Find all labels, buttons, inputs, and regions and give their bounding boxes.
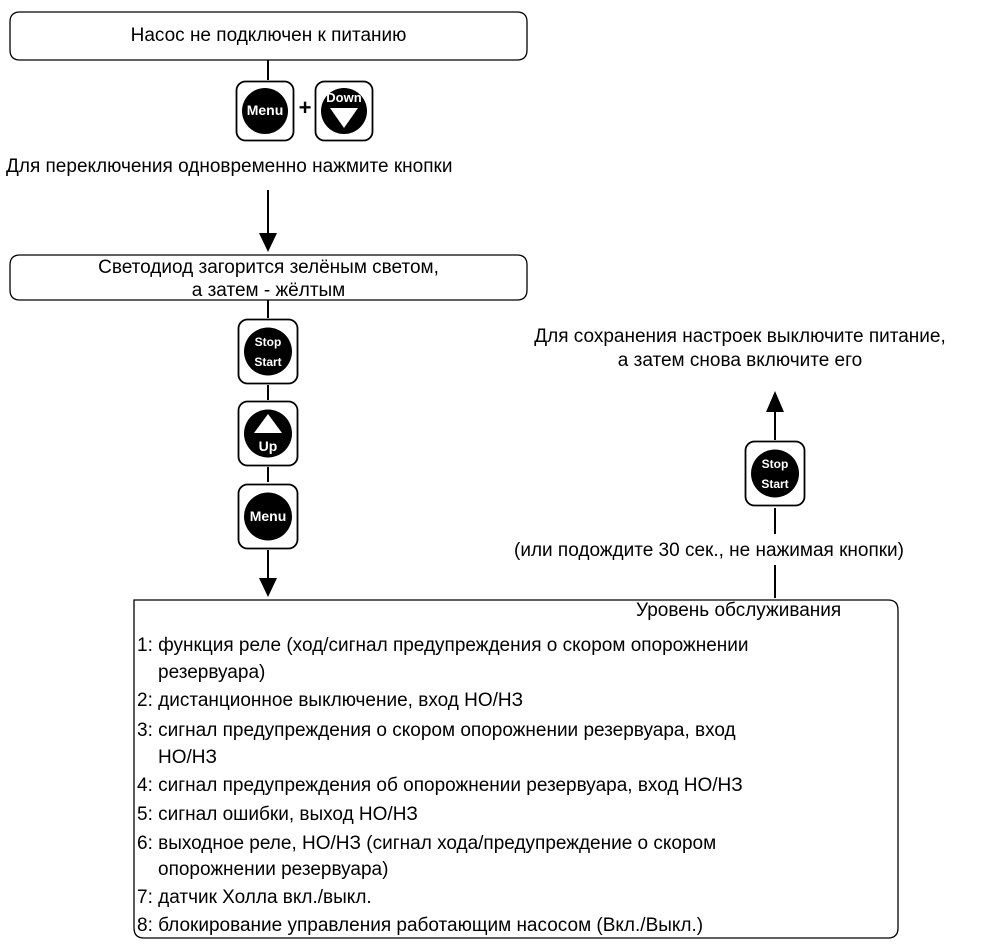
down-button-label: Down — [326, 90, 362, 105]
menu-button-label: Menu — [246, 102, 284, 118]
down-button[interactable]: Down — [314, 80, 374, 142]
service-item-7: 7: датчик Холла вкл./выкл. — [137, 887, 372, 908]
stop-start-icon — [237, 318, 299, 385]
up-button-label: Up — [258, 438, 278, 454]
stop-label-left: Stop — [254, 335, 282, 349]
up-button[interactable]: Up — [237, 400, 299, 467]
stop-start-button-left[interactable]: Stop Start — [237, 318, 299, 385]
service-item-8: 8: блокирование управления работающим на… — [137, 915, 704, 936]
wait-note: (или подождите 30 сек., не нажимая кнопк… — [514, 540, 905, 561]
service-box-outline — [133, 599, 899, 939]
service-item-1: 1: функция реле (ход/сигнал предупрежден… — [137, 635, 749, 656]
service-item-3-cont: НО/НЗ — [158, 747, 217, 768]
start-label-left: Start — [254, 355, 282, 369]
service-item-6-cont: опорожнении резервуара) — [158, 859, 389, 880]
service-item-5: 5: сигнал ошибки, выход НО/НЗ — [137, 804, 418, 825]
plus-sign: + — [298, 95, 312, 120]
menu-button-bottom-label: Menu — [249, 508, 287, 524]
service-item-4: 4: сигнал предупреждения об опорожнении … — [137, 775, 743, 796]
led-box-line2: а затем - жёлтым — [191, 280, 346, 301]
service-item-6: 6: выходное реле, НО/НЗ (сигнал хода/пре… — [137, 833, 717, 854]
stop-label-right: Stop — [761, 457, 789, 471]
start-label-right: Start — [761, 477, 789, 491]
led-box-line1: Светодиод загорится зелёным светом, — [98, 257, 439, 278]
service-level-title: Уровень обслуживания — [636, 600, 842, 621]
menu-button-top[interactable]: Menu — [235, 80, 295, 142]
save-line2: а затем снова включите его — [617, 350, 863, 371]
menu-button-icon — [237, 483, 299, 550]
menu-button-icon — [235, 80, 295, 142]
up-arrow-icon — [237, 400, 299, 467]
press-instruction: Для переключения одновременно нажмите кн… — [6, 156, 453, 177]
stop-start-icon — [744, 440, 806, 507]
save-line1: Для сохранения настроек выключите питани… — [534, 326, 946, 347]
stop-start-button-right[interactable]: Stop Start — [744, 440, 806, 507]
menu-button-bottom[interactable]: Menu — [237, 483, 299, 550]
led-box-outline — [9, 254, 528, 301]
service-item-3: 3: сигнал предупреждения о скором опорож… — [137, 720, 736, 741]
service-item-2: 2: дистанционное выключение, вход НО/НЗ — [137, 690, 524, 711]
service-item-1-cont: резервуара) — [158, 662, 266, 683]
down-arrow-icon — [314, 80, 374, 142]
start-box-label: Насос не подключен к питанию — [130, 25, 407, 46]
start-box-outline — [9, 11, 528, 61]
